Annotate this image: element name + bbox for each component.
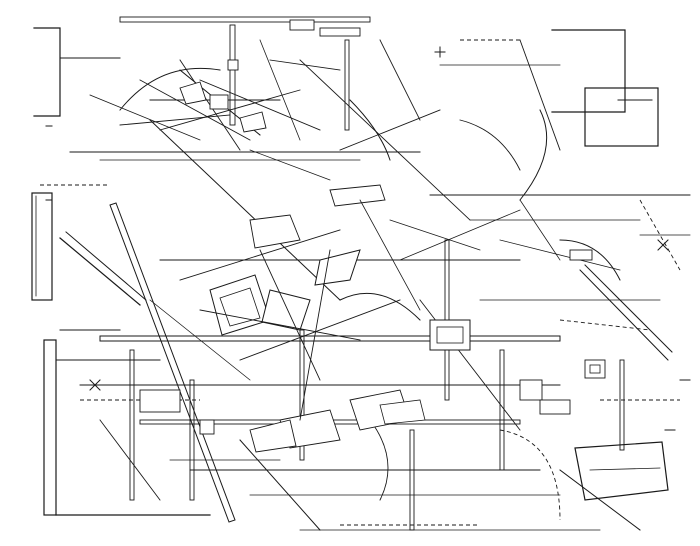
central-fragment-cluster [179, 184, 521, 449]
upper-left-fragment-cluster [89, 19, 361, 181]
horizontal-bars [69, 16, 691, 531]
lower-left-fragments [59, 299, 297, 461]
right-lower-slab [574, 441, 669, 501]
left-lower-frame [43, 339, 211, 516]
curved-arcs [119, 67, 621, 501]
right-upper-box [551, 29, 659, 147]
diagonal-beams [59, 39, 673, 531]
left-upper-bracket [33, 27, 121, 117]
vertical-posts [129, 24, 625, 531]
right-middle-fragments [499, 199, 691, 415]
dashed-construction-lines [40, 39, 681, 526]
scattered-marks [45, 46, 691, 431]
left-tall-panel [31, 192, 53, 301]
